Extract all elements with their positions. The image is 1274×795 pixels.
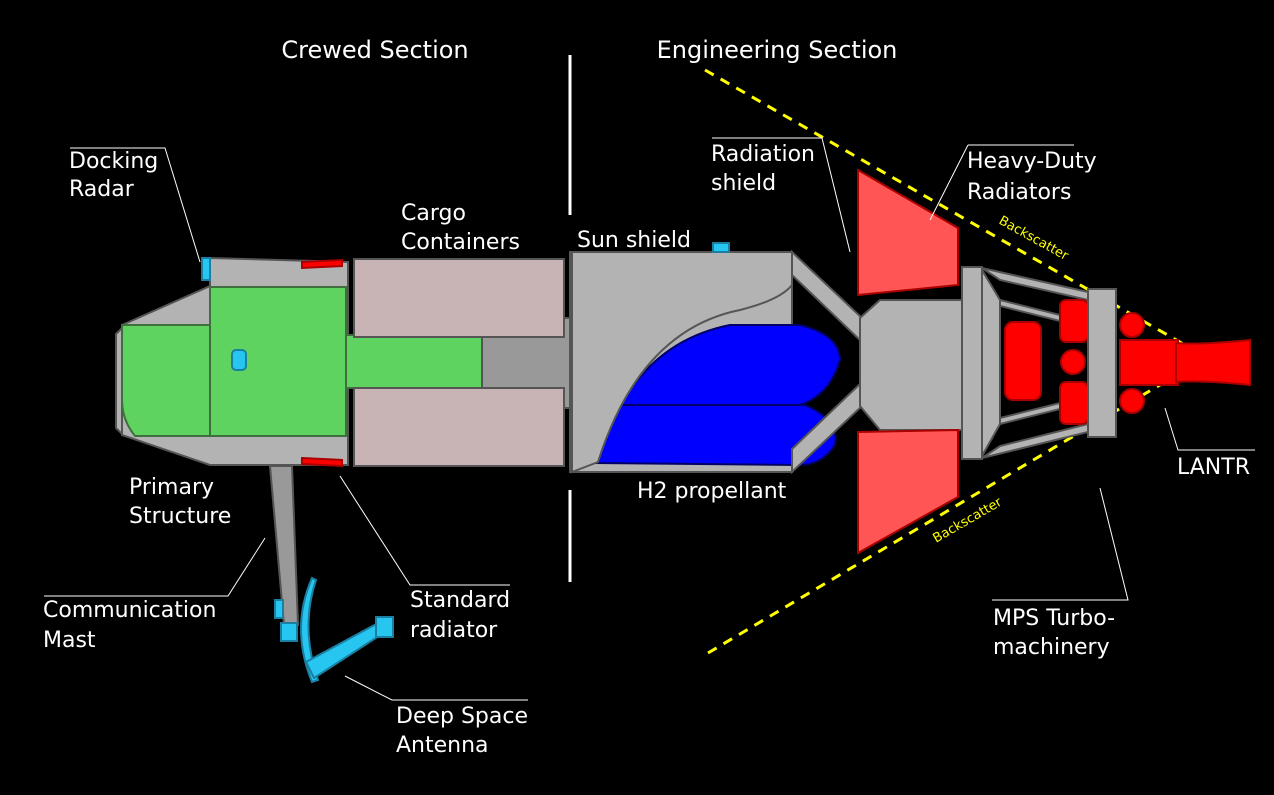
crew-module-main <box>209 286 347 437</box>
sun-shield <box>571 251 793 474</box>
crew-module-tunnel <box>345 334 487 389</box>
label-deep-1: Deep Space <box>396 704 528 729</box>
leader-mps <box>992 487 1129 601</box>
crewed-section-title: Crewed Section <box>281 36 468 64</box>
heavy-radiator-bottom <box>857 428 959 555</box>
turbopump-center <box>1060 349 1086 375</box>
leader-standard-radiator <box>339 475 510 586</box>
mps-bulkhead <box>981 266 1001 460</box>
label-docking-radar-2: Radar <box>69 177 135 202</box>
engineering-section-title: Engineering Section <box>657 36 898 64</box>
heavy-radiator-top <box>857 168 959 297</box>
label-primary-2: Structure <box>129 504 231 529</box>
label-docking-radar-1: Docking <box>69 149 158 174</box>
label-standard-2: radiator <box>410 618 498 643</box>
antenna-feed <box>375 616 394 638</box>
leader-comm-mast <box>44 537 266 597</box>
cargo-container-bottom <box>353 387 565 467</box>
label-mps-2: machinery <box>993 635 1110 660</box>
label-standard-1: Standard <box>410 588 510 613</box>
backscatter-line-top <box>704 68 1186 347</box>
h2-tank-lower <box>593 404 837 467</box>
label-cargo-1: Cargo <box>401 201 466 226</box>
leader-radiation-shield <box>712 137 851 253</box>
cargo-container-top <box>353 258 565 338</box>
label-mps-1: MPS Turbo- <box>993 606 1115 631</box>
docking-radar <box>201 257 211 281</box>
deep-space-antenna <box>274 576 394 684</box>
backscatter-line-bottom <box>707 368 1186 655</box>
lantr-nozzle <box>1175 338 1251 387</box>
thrust-plate <box>1087 288 1117 438</box>
label-deep-2: Antenna <box>396 733 489 758</box>
label-heavy-1: Heavy-Duty <box>967 149 1097 174</box>
label-lantr: LANTR <box>1177 455 1250 480</box>
label-cargo-2: Containers <box>401 230 520 255</box>
label-backscatter-top: Backscatter <box>996 213 1071 264</box>
turbopump-top <box>1059 299 1089 343</box>
standard-radiator-top <box>301 258 343 270</box>
standard-radiator-bottom <box>301 456 343 468</box>
leader-deep-space-antenna <box>344 675 528 701</box>
lantr-o2-top <box>1119 312 1145 338</box>
label-heavy-2: Radiators <box>967 180 1071 205</box>
label-primary-1: Primary <box>129 475 214 500</box>
turbopump-bottom <box>1059 381 1089 425</box>
antenna-dish <box>300 576 320 684</box>
label-h2: H2 propellant <box>637 479 787 504</box>
leader-lantr <box>1164 407 1255 451</box>
hatch-icon <box>231 349 247 371</box>
label-comm-2: Mast <box>43 628 96 653</box>
label-radiation-2: shield <box>711 171 776 196</box>
leader-docking-radar <box>70 147 201 263</box>
label-sun-shield: Sun shield <box>577 228 691 253</box>
mps-frame <box>961 266 983 460</box>
leader-heavy-duty <box>929 144 969 221</box>
lantr-o2-bottom <box>1119 388 1145 414</box>
antenna-mount-small <box>274 599 284 619</box>
sun-sensor <box>712 242 730 253</box>
antenna-mount <box>280 622 298 642</box>
crew-module-front <box>121 324 211 437</box>
engine-bay <box>859 299 963 431</box>
label-comm-1: Communication <box>43 598 216 623</box>
label-radiation-1: Radiation <box>711 142 815 167</box>
lantr-core <box>1119 339 1179 386</box>
turbopump-left <box>1004 321 1042 401</box>
antenna-arm <box>304 620 387 680</box>
